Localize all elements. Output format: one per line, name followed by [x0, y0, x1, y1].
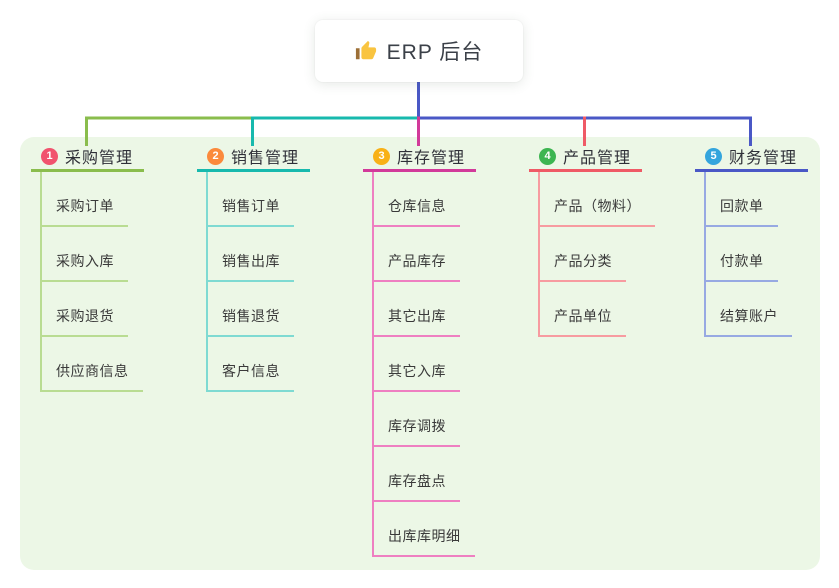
branch-header[interactable]: 1 采购管理	[31, 146, 144, 172]
branch-number-badge: 3	[373, 147, 390, 165]
branch-number-badge: 5	[705, 147, 722, 165]
branch-header-label: 销售管理	[231, 150, 300, 167]
child-node: 客户信息	[206, 337, 357, 392]
child-node: 供应商信息	[40, 337, 191, 392]
root-node[interactable]: ERP 后台	[315, 20, 523, 82]
child-node: 库存调拨	[372, 392, 523, 447]
child-node-label[interactable]: 采购退货	[40, 306, 128, 337]
child-node-label[interactable]: 库存调拨	[372, 416, 460, 447]
branch-node-1: 1 采购管理 采购订单采购入库采购退货供应商信息	[31, 146, 191, 392]
child-node: 产品单位	[538, 282, 689, 337]
branch-number-badge: 2	[207, 147, 224, 165]
branch-node-3: 3 库存管理 仓库信息产品库存其它出库其它入库库存调拨库存盘点出库库明细	[363, 146, 523, 557]
child-node-label[interactable]: 供应商信息	[40, 361, 143, 392]
child-node: 产品分类	[538, 227, 689, 282]
child-node-label[interactable]: 出库库明细	[372, 526, 475, 557]
child-node: 库存盘点	[372, 447, 523, 502]
child-node-label[interactable]: 回款单	[704, 196, 778, 227]
child-node-label[interactable]: 付款单	[704, 251, 778, 282]
child-node-label[interactable]: 库存盘点	[372, 471, 460, 502]
branch-header-label: 财务管理	[729, 150, 798, 167]
child-node: 销售退货	[206, 282, 357, 337]
branch-node-5: 5 财务管理 回款单付款单结算账户	[695, 146, 839, 337]
branch-header[interactable]: 2 销售管理	[197, 146, 310, 172]
branch-number-badge: 1	[41, 147, 58, 165]
child-node-label[interactable]: 仓库信息	[372, 196, 460, 227]
child-node: 销售出库	[206, 227, 357, 282]
branch-children: 回款单付款单结算账户	[704, 172, 839, 337]
child-node: 其它入库	[372, 337, 523, 392]
child-node: 付款单	[704, 227, 839, 282]
child-node-label[interactable]: 销售出库	[206, 251, 294, 282]
child-node-label[interactable]: 产品库存	[372, 251, 460, 282]
branch-children: 仓库信息产品库存其它出库其它入库库存调拨库存盘点出库库明细	[372, 172, 523, 557]
child-node-label[interactable]: 结算账户	[704, 306, 792, 337]
child-node: 仓库信息	[372, 172, 523, 227]
branch-header[interactable]: 5 财务管理	[695, 146, 808, 172]
child-node: 回款单	[704, 172, 839, 227]
branch-header-label: 产品管理	[563, 150, 632, 167]
branch-header-label: 库存管理	[397, 150, 466, 167]
child-node: 出库库明细	[372, 502, 523, 557]
child-node: 采购订单	[40, 172, 191, 227]
child-node: 其它出库	[372, 282, 523, 337]
child-node-label[interactable]: 其它入库	[372, 361, 460, 392]
child-node-label[interactable]: 其它出库	[372, 306, 460, 337]
child-node-label[interactable]: 采购入库	[40, 251, 128, 282]
mindmap-panel	[20, 137, 820, 570]
child-node-label[interactable]: 销售订单	[206, 196, 294, 227]
child-node: 采购入库	[40, 227, 191, 282]
child-node: 结算账户	[704, 282, 839, 337]
thumbs-up-icon	[355, 40, 376, 60]
child-node-label[interactable]: 产品分类	[538, 251, 626, 282]
branch-header[interactable]: 3 库存管理	[363, 146, 476, 172]
child-node: 销售订单	[206, 172, 357, 227]
child-node: 产品库存	[372, 227, 523, 282]
child-node-label[interactable]: 产品单位	[538, 306, 626, 337]
branch-number-badge: 4	[539, 147, 556, 165]
child-node-label[interactable]: 客户信息	[206, 361, 294, 392]
branch-node-2: 2 销售管理 销售订单销售出库销售退货客户信息	[197, 146, 357, 392]
branch-children: 采购订单采购入库采购退货供应商信息	[40, 172, 191, 392]
branch-header-label: 采购管理	[65, 150, 134, 167]
child-node-label[interactable]: 销售退货	[206, 306, 294, 337]
root-node-title: ERP 后台	[386, 41, 484, 64]
child-node-label[interactable]: 产品（物料）	[538, 196, 655, 227]
branch-children: 销售订单销售出库销售退货客户信息	[206, 172, 357, 392]
child-node: 采购退货	[40, 282, 191, 337]
child-node-label[interactable]: 采购订单	[40, 196, 128, 227]
branch-children: 产品（物料） 产品分类产品单位	[538, 172, 689, 337]
child-node: 产品（物料）	[538, 172, 689, 227]
branch-node-4: 4 产品管理 产品（物料） 产品分类产品单位	[529, 146, 689, 337]
branch-header[interactable]: 4 产品管理	[529, 146, 642, 172]
